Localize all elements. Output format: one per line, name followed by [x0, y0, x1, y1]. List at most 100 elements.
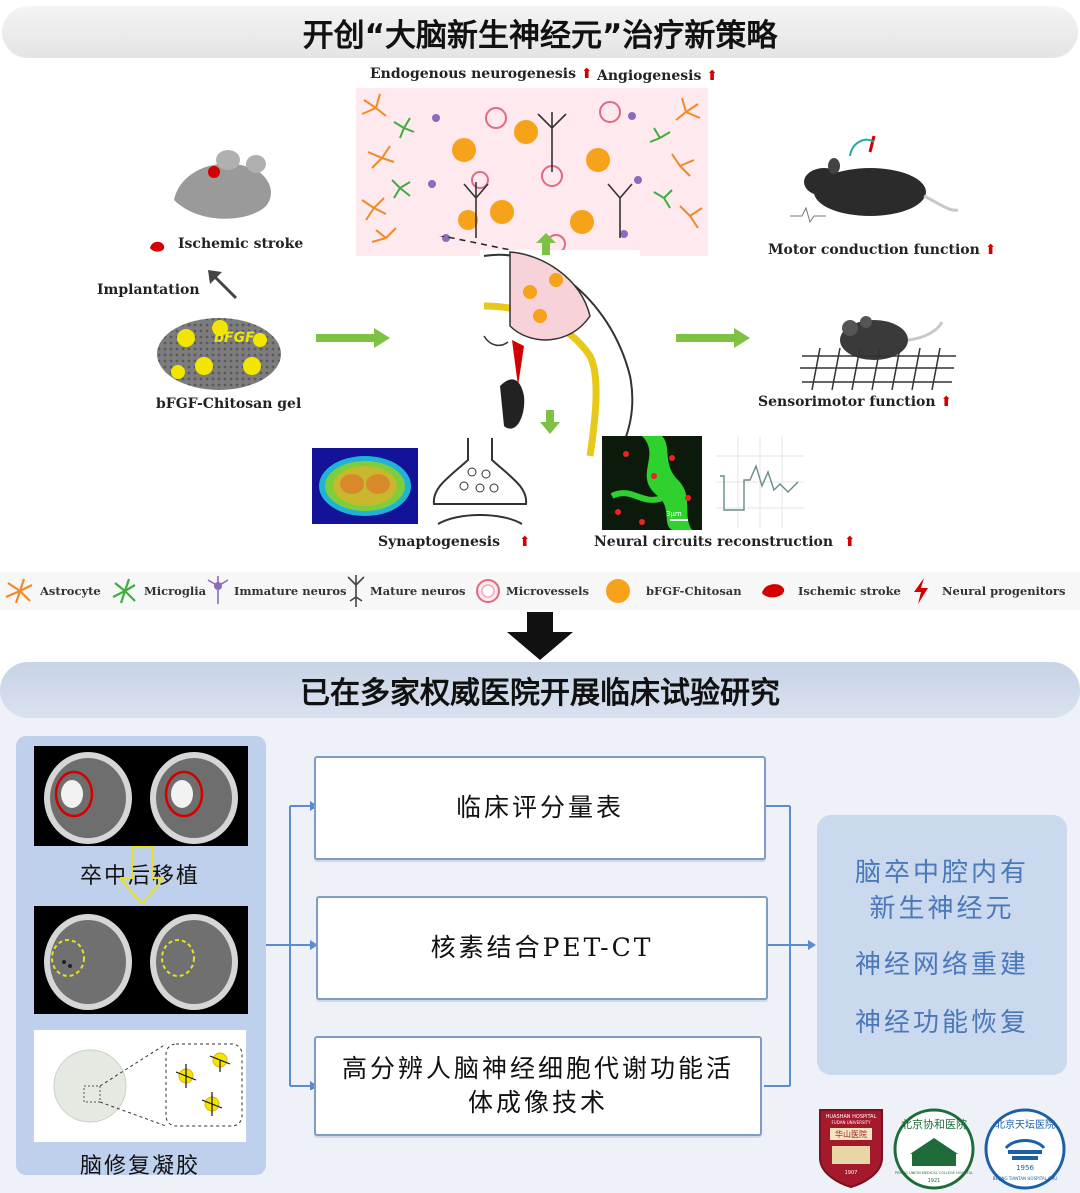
down-arrow-icon	[507, 612, 573, 660]
microglia-icon	[112, 578, 136, 604]
mechanism-diagram: Endogenous neurogenesis ⬆ Angiogenesis ⬆	[0, 60, 1080, 572]
method-box-pet: 核素结合PET-CT	[316, 896, 768, 1000]
legend-label: Astrocyte	[40, 584, 101, 598]
neural-circuits-image	[602, 436, 702, 530]
ct-scan-before	[34, 746, 248, 846]
motor-text: Motor conduction function	[768, 242, 980, 258]
endogenous-text: Endogenous neurogenesis	[370, 66, 576, 82]
mouse-motor-icon	[790, 135, 959, 224]
sensorimotor-text: Sensorimotor function	[758, 394, 936, 410]
legend-label: Microvessels	[506, 584, 589, 598]
motor-label: Motor conduction function ⬆	[768, 242, 996, 258]
gel-image	[34, 1030, 246, 1142]
immature-neurons	[428, 112, 642, 242]
tiantan-year: 1956	[1016, 1164, 1034, 1172]
neural-progenitor-icon	[914, 578, 928, 604]
legend-label: Neural progenitors	[942, 584, 1066, 598]
motor-up-icon: ⬆	[984, 242, 997, 258]
xiehe-logo: 北京协和医院 PEKING UNION MEDICAL COLLEGE HOSP…	[893, 1108, 975, 1190]
sensorimotor-label: Sensorimotor function ⬆	[758, 394, 952, 410]
mouse-head-icon	[174, 150, 271, 219]
bfgf-chitosan-icon	[606, 579, 630, 603]
outcome-box: 脑卒中腔内有新生神经元 神经网络重建 神经功能恢复	[817, 815, 1067, 1075]
arrow-down-icon	[540, 410, 560, 434]
mouse-grid-icon	[800, 316, 956, 391]
arrow-right-left-icon	[316, 328, 390, 348]
xiehe-en: PEKING UNION MEDICAL COLLEGE HOSPITAL	[895, 1171, 973, 1175]
mature-neuron-icon	[347, 575, 365, 607]
immature-neuron-icon	[207, 576, 229, 604]
legend-item: Microglia	[110, 572, 206, 610]
brain-section	[439, 236, 640, 462]
connector-lines	[266, 801, 816, 1090]
astrocyte-cluster-left	[361, 93, 397, 243]
electrophysiology-trace	[716, 436, 804, 528]
microglia-cluster-right	[649, 127, 673, 209]
stroke-marker-icon	[150, 241, 165, 252]
tiantan-cn: 北京天坛医院	[995, 1118, 1055, 1131]
astrocyte-icon	[5, 578, 33, 604]
xiehe-cn: 北京协和医院	[901, 1117, 967, 1131]
huashan-logo: HUASHAN HOSPITAL FUDAN UNIVERSITY 华山医院 1…	[819, 1109, 883, 1188]
mature-neurons	[463, 112, 633, 238]
caption-gel: 脑修复凝胶	[80, 1154, 201, 1179]
angiogenesis-label: Angiogenesis ⬆	[597, 68, 718, 84]
huashan-en: HUASHAN HOSPITAL	[826, 1114, 877, 1120]
gel-ellipse	[157, 318, 281, 390]
outcome-neurons: 脑卒中腔内有新生神经元	[854, 858, 1029, 924]
legend-item: Neural progenitors	[910, 572, 1065, 610]
outcome-function: 神经功能恢复	[854, 1008, 1029, 1038]
tiantan-en: BEIJING TIANTAN HOSPITAL CMU	[993, 1176, 1058, 1181]
pet-scan-image	[312, 448, 418, 524]
legend-label: Mature neuros	[370, 584, 466, 598]
tissue-panel	[356, 88, 708, 256]
legend: Astrocyte Microglia Immature neuros Matu…	[0, 572, 1080, 610]
scale-bar-label: 3μm	[666, 510, 682, 518]
legend-item: Mature neuros	[346, 572, 465, 610]
arrow-right-right-icon	[676, 328, 750, 348]
bfgf-particles	[452, 120, 610, 234]
legend-label: bFGF-Chitosan	[646, 584, 742, 598]
top-title: 开创“大脑新生神经元”治疗新策略	[2, 6, 1078, 58]
astrocyte-cluster-right	[671, 97, 703, 229]
legend-item: Ischemic stroke	[760, 572, 901, 610]
outcome-network: 神经网络重建	[854, 950, 1029, 980]
huashan-year: 1907	[845, 1170, 858, 1176]
gel-label: bFGF-Chitosan gel	[156, 396, 302, 412]
endogenous-up-icon: ⬆	[580, 66, 593, 82]
legend-label: Immature neuros	[234, 584, 347, 598]
yellow-down-arrow-icon	[120, 846, 164, 904]
microglia-cluster-left	[391, 117, 415, 199]
huashan-sub: FUDAN UNIVERSITY	[832, 1120, 872, 1125]
method-box-scale: 临床评分量表	[314, 756, 766, 860]
ischemic-stroke-icon	[762, 584, 785, 598]
huashan-cn: 华山医院	[835, 1129, 867, 1139]
ischemic-stroke-label: Ischemic stroke	[178, 236, 304, 252]
synaptogenesis-up-icon: ⬆	[518, 534, 531, 550]
neural-circuits-text: Neural circuits reconstruction	[594, 534, 834, 550]
bfgf-text: bFGF	[214, 330, 255, 346]
microvessel-icon	[476, 579, 500, 603]
endogenous-label: Endogenous neurogenesis ⬆	[370, 66, 593, 82]
legend-item: Microvessels	[474, 572, 589, 610]
legend-label: Microglia	[144, 584, 207, 598]
caption-transplant: 卒中后移植	[80, 864, 201, 889]
method-box-imaging: 高分辨人脑神经细胞代谢功能活体成像技术	[314, 1036, 762, 1136]
sensorimotor-up-icon: ⬆	[940, 394, 953, 410]
angiogenesis-up-icon: ⬆	[706, 68, 718, 84]
implantation-arrow-icon	[208, 270, 238, 300]
ct-scan-after	[34, 906, 248, 1014]
neural-circuits-up-icon: ⬆	[843, 534, 856, 550]
legend-item: Astrocyte	[4, 572, 101, 610]
legend-label: Ischemic stroke	[798, 584, 901, 598]
synapse-icon	[432, 438, 528, 525]
arrow-up-icon	[536, 233, 556, 255]
xiehe-year: 1921	[928, 1178, 941, 1184]
legend-item: bFGF-Chitosan	[602, 572, 742, 610]
synaptogenesis-text: Synaptogenesis	[378, 534, 500, 550]
sub-title: 已在多家权威医院开展临床试验研究	[0, 662, 1080, 718]
tiantan-logo: 北京天坛医院 1956 BEIJING TIANTAN HOSPITAL CMU	[984, 1108, 1066, 1190]
implantation-label: Implantation	[97, 282, 200, 298]
angiogenesis-text: Angiogenesis	[597, 68, 702, 84]
synaptogenesis-label: Synaptogenesis ⬆	[378, 534, 531, 550]
